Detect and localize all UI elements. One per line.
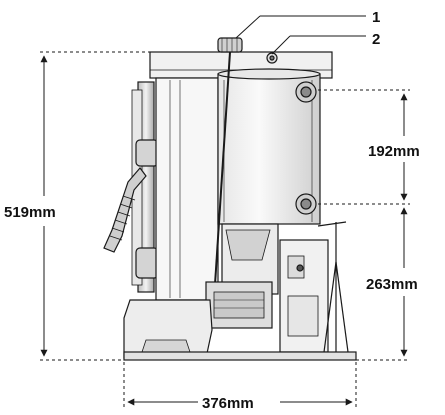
upper-fitting: [295, 81, 317, 103]
upper-section-dimension: [318, 89, 410, 205]
body-column: [155, 77, 219, 301]
top-knob-icon: [217, 37, 243, 53]
valve-icon: [266, 52, 278, 64]
callout-1: 1: [235, 9, 380, 39]
callout-2: 2: [271, 31, 380, 55]
base-width-label: 376mm: [202, 395, 254, 412]
callout-1-label: 1: [372, 9, 380, 26]
overall-height-label: 519mm: [4, 204, 56, 221]
tripod-stand: [317, 221, 349, 353]
machine-body: [103, 37, 357, 361]
lower-section-dimension: [356, 207, 410, 361]
lower-section-label: 263mm: [366, 276, 418, 293]
handle-bracket-top: [135, 139, 159, 167]
base-plate: [123, 351, 357, 361]
overall-height-dimension: [40, 51, 150, 361]
callout-2-label: 2: [372, 31, 380, 48]
lever-handle-icon: [103, 167, 147, 253]
handle-bracket-bottom: [135, 247, 159, 279]
central-rod: [213, 51, 231, 301]
base-width-dimension: [123, 362, 357, 408]
lower-fitting: [295, 193, 317, 215]
upper-section-label: 192mm: [368, 143, 420, 160]
